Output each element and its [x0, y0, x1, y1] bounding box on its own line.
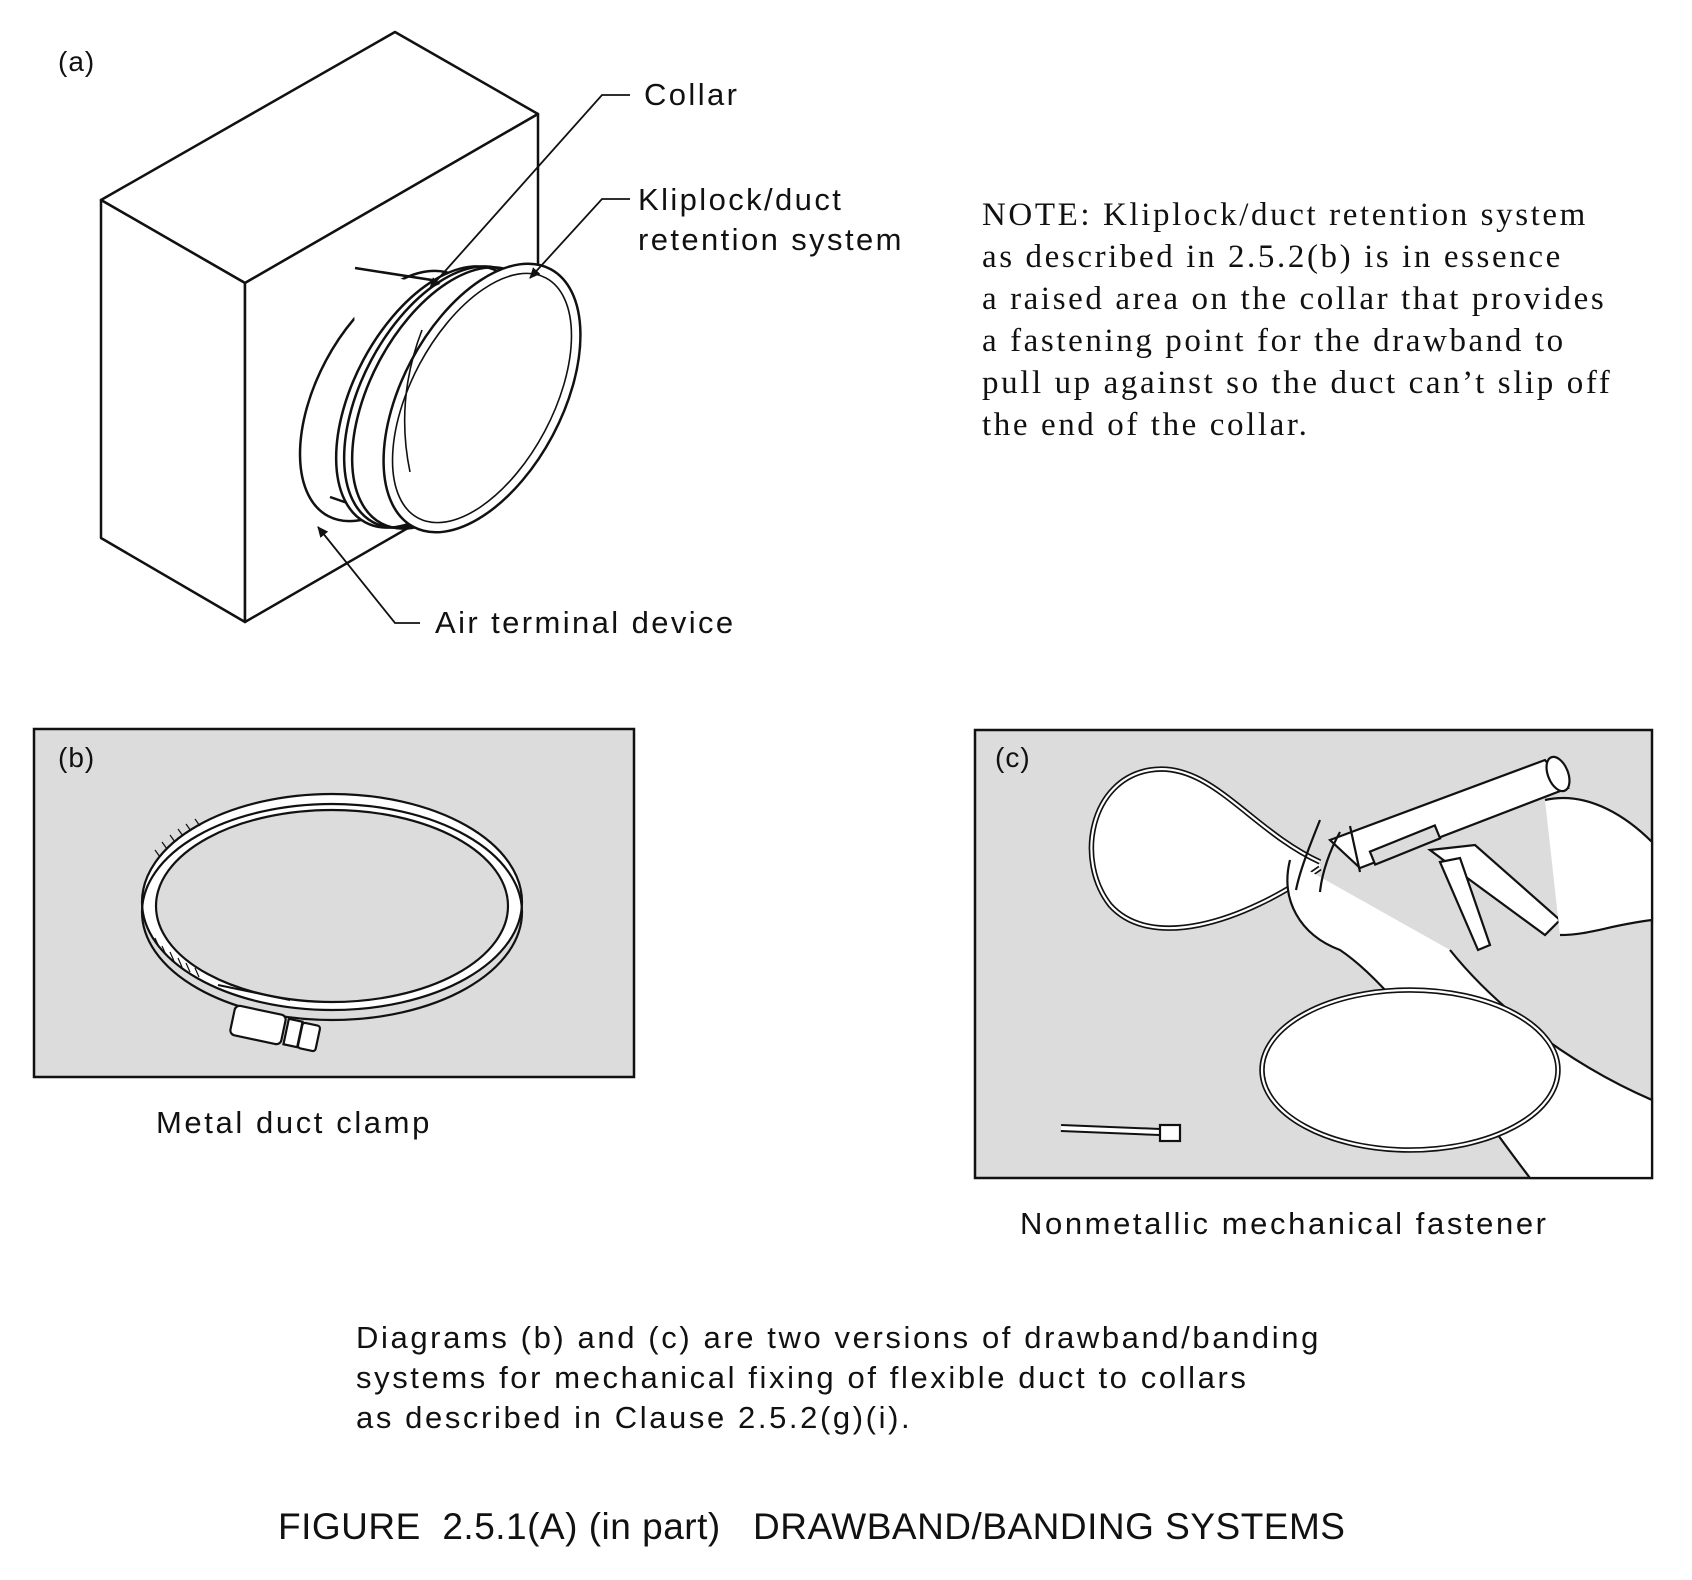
nonmetallic-fastener-drawing	[1060, 755, 1654, 1180]
kliplock-callout-line-1: Kliplock/duct	[638, 182, 844, 217]
figure-title: FIGURE 2.5.1(A) (in part) DRAWBAND/BANDI…	[278, 1506, 1346, 1547]
panel-a-label: (a)	[58, 46, 96, 77]
description-line-1: Diagrams (b) and (c) are two versions of…	[356, 1320, 1321, 1355]
callout-leaders	[317, 94, 630, 624]
panel-b-label: (b)	[58, 742, 96, 773]
panel-c-label: (c)	[995, 742, 1031, 773]
metal-duct-clamp-drawing	[140, 792, 524, 1053]
collar-drawing	[298, 262, 582, 534]
note-line-2: as described in 2.5.2(b) is in essence	[982, 239, 1563, 275]
description-line-2: systems for mechanical fixing of flexibl…	[356, 1360, 1249, 1395]
panel-b-caption: Metal duct clamp	[156, 1105, 432, 1140]
kliplock-callout-line-2: retention system	[638, 222, 904, 257]
note-block: NOTE: Kliplock/duct retention system as …	[982, 194, 1612, 446]
note-line-5: pull up against so the duct can’t slip o…	[982, 365, 1613, 401]
collar-callout: Collar	[644, 77, 740, 112]
note-line-6: the end of the collar.	[982, 407, 1310, 443]
note-line-3: a raised area on the collar that provide…	[982, 281, 1607, 317]
panel-c-caption: Nonmetallic mechanical fastener	[1020, 1206, 1549, 1241]
note-line-4: a fastening point for the drawband to	[982, 323, 1566, 359]
figure-description: Diagrams (b) and (c) are two versions of…	[356, 1318, 1321, 1438]
kliplock-callout: Kliplock/duct retention system	[638, 180, 904, 260]
description-line-3: as described in Clause 2.5.2(g)(i).	[356, 1400, 913, 1435]
air-terminal-callout: Air terminal device	[435, 605, 736, 640]
note-line-1: NOTE: Kliplock/duct retention system	[982, 197, 1588, 233]
